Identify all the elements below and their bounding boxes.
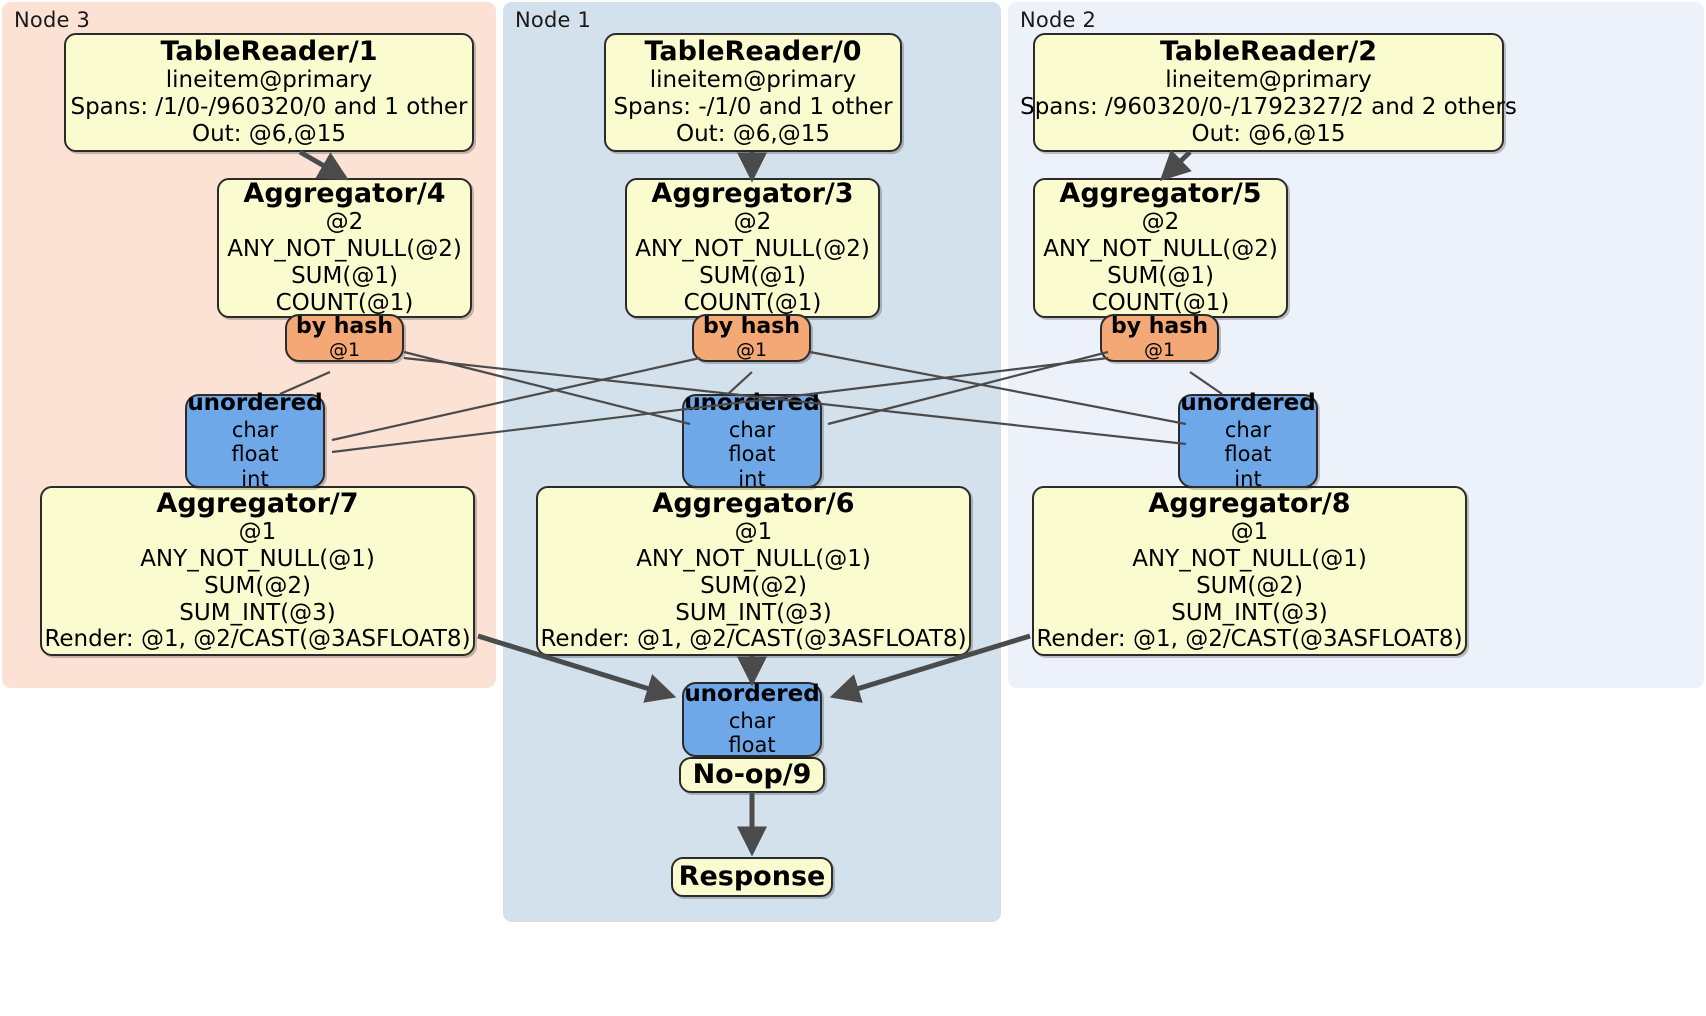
processor-line: @2 xyxy=(733,209,772,236)
router-line: int xyxy=(1234,467,1262,492)
processor-line: lineitem@primary xyxy=(1165,67,1372,94)
router-line: int xyxy=(241,467,269,492)
router-title: unordered xyxy=(684,680,820,707)
processor-aggregator-4[interactable]: Aggregator/4 @2 ANY_NOT_NULL(@2) SUM(@1)… xyxy=(217,178,472,318)
processor-table-reader-1[interactable]: TableReader/1 lineitem@primary Spans: /1… xyxy=(64,33,474,152)
processor-aggregator-8[interactable]: Aggregator/8 @1 ANY_NOT_NULL(@1) SUM(@2)… xyxy=(1032,486,1467,656)
output-title: by hash xyxy=(703,314,801,340)
processor-title: No-op/9 xyxy=(692,759,812,791)
router-line: float xyxy=(231,442,279,467)
processor-table-reader-2[interactable]: TableReader/2 lineitem@primary Spans: /9… xyxy=(1020,33,1517,152)
output-by-hash-center[interactable]: by hash @1 xyxy=(692,314,811,362)
node-panel-label-node1: Node 1 xyxy=(515,8,592,32)
processor-line: Spans: -/1/0 and 1 other xyxy=(613,94,893,121)
processor-line: Out: @6,@15 xyxy=(192,121,346,148)
processor-line: Spans: /1/0-/960320/0 and 1 other xyxy=(70,94,468,121)
router-unordered-final[interactable]: unordered char float xyxy=(682,680,822,758)
processor-line: SUM(@2) xyxy=(700,572,807,599)
router-unordered-left[interactable]: unordered char float int xyxy=(185,390,325,491)
processor-aggregator-3[interactable]: Aggregator/3 @2 ANY_NOT_NULL(@2) SUM(@1)… xyxy=(625,178,880,318)
processor-aggregator-6[interactable]: Aggregator/6 @1 ANY_NOT_NULL(@1) SUM(@2)… xyxy=(536,486,971,656)
router-line: float xyxy=(728,733,776,758)
router-unordered-right[interactable]: unordered char float int xyxy=(1178,390,1318,491)
processor-title: Response xyxy=(678,861,826,893)
processor-line: SUM_INT(@3) xyxy=(179,599,336,626)
output-line: @1 xyxy=(1143,338,1176,361)
processor-line: lineitem@primary xyxy=(165,67,373,94)
node-panel-label-node3: Node 3 xyxy=(14,8,91,32)
processor-line: @1 xyxy=(1230,518,1269,545)
processor-title: Aggregator/5 xyxy=(1059,178,1262,210)
processor-line: Out: @6,@15 xyxy=(1191,121,1346,148)
processor-aggregator-7[interactable]: Aggregator/7 @1 ANY_NOT_NULL(@1) SUM(@2)… xyxy=(40,486,475,656)
processor-line: @2 xyxy=(325,209,364,236)
output-line: @1 xyxy=(735,338,768,361)
processor-line: Render: @1, @2/CAST(@3ASFLOAT8) xyxy=(1036,626,1463,653)
processor-line: ANY_NOT_NULL(@2) xyxy=(1043,236,1278,263)
output-title: by hash xyxy=(1111,314,1209,340)
processor-aggregator-5[interactable]: Aggregator/5 @2 ANY_NOT_NULL(@2) SUM(@1)… xyxy=(1033,178,1288,318)
processor-line: SUM(@2) xyxy=(1196,572,1303,599)
processor-line: SUM(@2) xyxy=(204,572,311,599)
processor-line: COUNT(@1) xyxy=(275,290,414,317)
processor-title: Aggregator/3 xyxy=(651,178,854,210)
processor-title: Aggregator/4 xyxy=(243,178,446,210)
output-by-hash-left[interactable]: by hash @1 xyxy=(285,314,404,362)
processor-line: SUM_INT(@3) xyxy=(675,599,832,626)
processor-line: ANY_NOT_NULL(@1) xyxy=(636,545,871,572)
router-line: char xyxy=(728,708,776,733)
processor-line: COUNT(@1) xyxy=(1091,290,1230,317)
processor-response[interactable]: Response xyxy=(671,857,833,897)
router-title: unordered xyxy=(1180,390,1316,417)
processor-line: lineitem@primary xyxy=(649,67,857,94)
processor-line: ANY_NOT_NULL(@2) xyxy=(227,236,462,263)
processor-table-reader-0[interactable]: TableReader/0 lineitem@primary Spans: -/… xyxy=(604,33,902,152)
processor-title: TableReader/0 xyxy=(644,36,862,68)
processor-line: Out: @6,@15 xyxy=(676,121,830,148)
processor-title: TableReader/1 xyxy=(160,36,378,68)
router-line: char xyxy=(728,417,776,442)
output-by-hash-right[interactable]: by hash @1 xyxy=(1100,314,1219,362)
output-line: @1 xyxy=(328,338,361,361)
router-unordered-center[interactable]: unordered char float int xyxy=(682,390,822,491)
processor-title: Aggregator/6 xyxy=(652,487,855,519)
processor-line: SUM(@1) xyxy=(291,263,398,290)
processor-line: ANY_NOT_NULL(@2) xyxy=(635,236,870,263)
processor-line: @1 xyxy=(734,518,773,545)
processor-line: SUM_INT(@3) xyxy=(1171,599,1328,626)
router-line: float xyxy=(728,442,776,467)
processor-line: ANY_NOT_NULL(@1) xyxy=(140,545,375,572)
processor-title: Aggregator/8 xyxy=(1148,487,1351,519)
processor-line: Render: @1, @2/CAST(@3ASFLOAT8) xyxy=(44,626,471,653)
router-line: float xyxy=(1224,442,1272,467)
processor-title: TableReader/2 xyxy=(1160,36,1377,68)
router-line: char xyxy=(231,417,279,442)
processor-line: SUM(@1) xyxy=(699,263,806,290)
processor-line: Spans: /960320/0-/1792327/2 and 2 others xyxy=(1020,94,1517,121)
router-line: int xyxy=(738,467,766,492)
processor-line: @2 xyxy=(1141,209,1180,236)
router-title: unordered xyxy=(187,390,323,417)
processor-line: SUM(@1) xyxy=(1107,263,1214,290)
processor-line: @1 xyxy=(238,518,277,545)
router-line: char xyxy=(1224,417,1272,442)
processor-line: Render: @1, @2/CAST(@3ASFLOAT8) xyxy=(540,626,967,653)
processor-title: Aggregator/7 xyxy=(156,487,359,519)
output-title: by hash xyxy=(296,314,394,340)
processor-noop-9[interactable]: No-op/9 xyxy=(679,757,825,793)
node-panel-label-node2: Node 2 xyxy=(1020,8,1097,32)
router-title: unordered xyxy=(684,390,820,417)
processor-line: COUNT(@1) xyxy=(683,290,822,317)
processor-line: ANY_NOT_NULL(@1) xyxy=(1132,545,1367,572)
